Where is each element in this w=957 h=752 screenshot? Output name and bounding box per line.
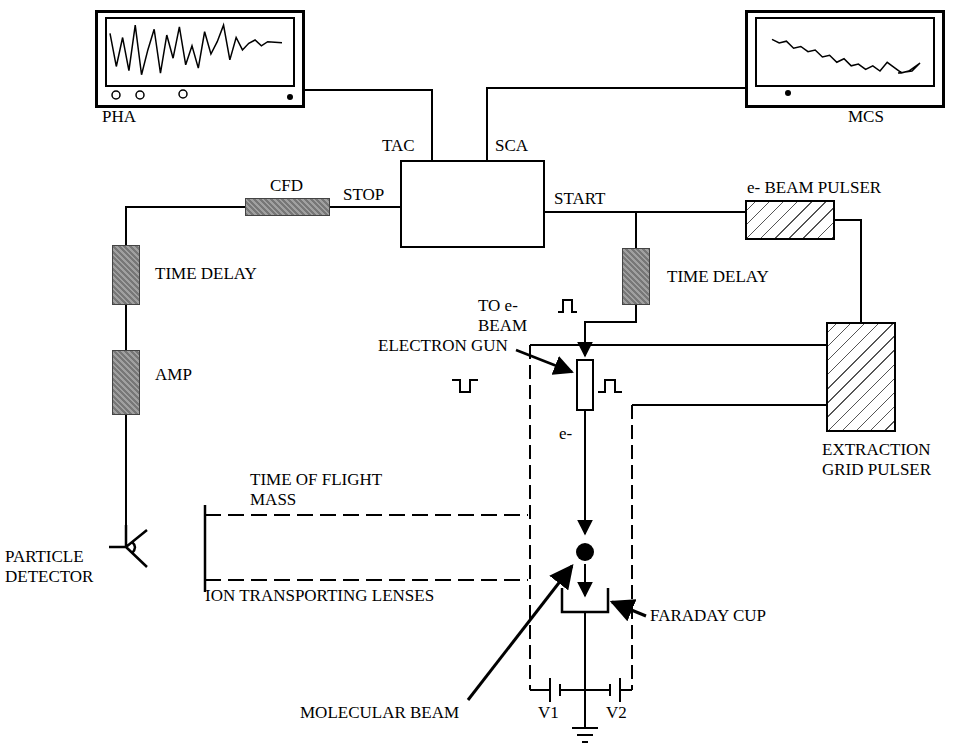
molecular-beam-dot — [576, 543, 594, 561]
faraday-cup — [562, 588, 608, 612]
signal-wire — [487, 88, 745, 160]
signal-wire — [545, 212, 636, 248]
cup-lead — [584, 612, 586, 690]
ground-symbol — [572, 690, 598, 742]
node-label: SCA — [495, 136, 528, 156]
delay-box: TIME DELAY — [112, 245, 140, 305]
detector-symbol — [105, 525, 149, 570]
node-label: PARTICLE DETECTOR — [5, 547, 102, 587]
cfd-box: CFD — [245, 198, 330, 216]
delay-box: TIME DELAY — [622, 248, 650, 305]
pulser-box: e- BEAM PULSER — [745, 200, 835, 240]
signal-wire — [835, 220, 861, 322]
signal-wire — [330, 206, 400, 208]
electron-beam-arrow — [584, 410, 586, 534]
part-name: ELECTRON GUN — [378, 336, 508, 356]
extraction-grid — [631, 405, 633, 690]
signal-wire — [126, 207, 245, 245]
voltage-label: V2 — [606, 703, 627, 723]
amp-box: AMP — [112, 350, 140, 415]
screen-trace — [748, 13, 942, 105]
extraction-grid — [529, 345, 531, 690]
node-label: PHA — [102, 107, 136, 127]
node-label: TIME DELAY — [667, 267, 769, 287]
mcs-screen: MCS — [745, 10, 945, 108]
node-label: e- BEAM PULSER — [747, 178, 881, 198]
pulse-symbol — [558, 300, 577, 312]
electron-gun — [577, 360, 593, 410]
grid-wire — [632, 404, 826, 406]
node-label: CFD — [270, 176, 303, 196]
signal-label: START — [552, 190, 607, 208]
particle-detector: PARTICLE DETECTOR — [105, 525, 149, 570]
part-name: MOLECULAR BEAM — [300, 703, 459, 723]
signal-wire — [305, 90, 432, 160]
battery-symbol — [610, 678, 620, 702]
particle-label: e- — [559, 424, 572, 444]
signal-wire — [125, 305, 127, 350]
node-label: TAC — [382, 136, 415, 156]
part-name: ION TRANSPORTING LENSES — [205, 586, 434, 606]
battery-symbol — [550, 678, 560, 702]
ion-lens — [205, 514, 528, 516]
tac-box: TACSCA — [400, 160, 545, 248]
grid-wire — [530, 344, 826, 346]
tof-end-plate — [204, 505, 207, 592]
part-name: FARADAY CUP — [650, 606, 766, 626]
bias-wire — [530, 689, 632, 691]
screen-trace — [98, 13, 302, 105]
gun-trigger-wire — [585, 305, 636, 356]
ion-lens — [205, 579, 528, 581]
leader-arrow — [516, 350, 572, 372]
part-name: TIME OF FLIGHT MASS — [250, 470, 400, 510]
signal-label: STOP — [341, 186, 386, 204]
signal-label: TO e- BEAM — [478, 296, 558, 336]
node-label: TIME DELAY — [155, 264, 257, 284]
leader-arrow — [612, 602, 646, 616]
electron-beam-arrow — [584, 564, 586, 596]
leader-arrow — [468, 566, 572, 700]
pulse-symbol — [598, 380, 622, 392]
node-label: EXTRACTION GRID PULSER — [822, 440, 950, 480]
node-label: AMP — [155, 365, 192, 385]
node-label: MCS — [848, 107, 884, 127]
signal-wire — [125, 415, 127, 525]
pha-screen: PHA — [95, 10, 305, 108]
voltage-label: V1 — [538, 703, 559, 723]
pulser-box: EXTRACTION GRID PULSER — [826, 322, 896, 432]
pulse-symbol — [452, 380, 478, 392]
